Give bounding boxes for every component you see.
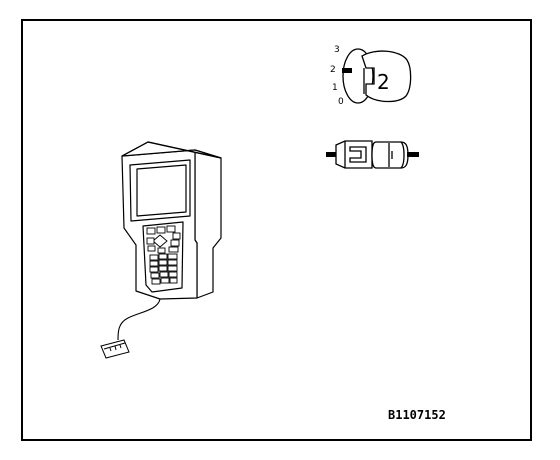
connector-icon — [326, 140, 419, 169]
key-position-marker — [342, 68, 352, 73]
key-head — [361, 50, 412, 103]
connector-left-wire — [326, 152, 336, 157]
handheld-keypad — [146, 225, 181, 285]
cable-plug-icon — [100, 339, 130, 359]
key-position-1: 1 — [332, 83, 338, 93]
key-number: 2 — [377, 70, 390, 94]
connector-right-wire — [407, 152, 419, 157]
tester-cable — [117, 298, 161, 341]
keypad-grid — [149, 253, 178, 285]
figure-border — [21, 19, 532, 441]
figure-id-label: B1107152 — [388, 408, 446, 422]
key-position-2: 2 — [330, 65, 336, 75]
key-position-3: 3 — [334, 45, 340, 55]
handheld-tester-icon — [121, 141, 222, 300]
key-position-0: 0 — [338, 97, 344, 107]
ignition-key-icon — [342, 48, 412, 104]
